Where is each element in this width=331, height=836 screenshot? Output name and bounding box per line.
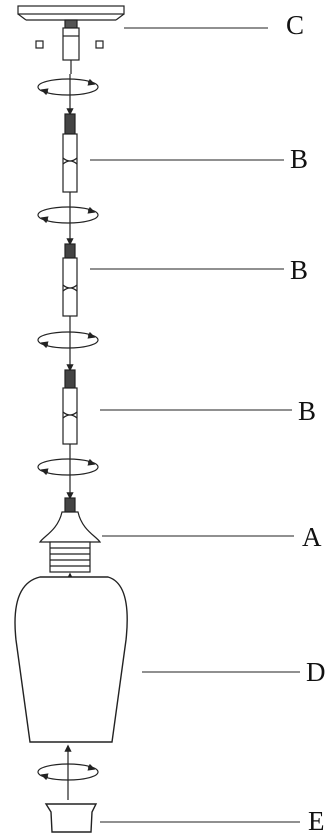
cap-label: E <box>308 806 325 836</box>
socket-label: A <box>302 522 322 552</box>
twist-arrow-5 <box>37 744 99 800</box>
rod-2-label: B <box>290 255 308 285</box>
twist-arrow-4 <box>37 444 99 500</box>
twist-arrow-3 <box>37 316 99 372</box>
shade-label: D <box>306 657 326 687</box>
twist-arrow-2 <box>37 192 99 246</box>
lamp-socket <box>38 497 102 573</box>
twist-arrow-1 <box>37 74 99 116</box>
rod-1-label: B <box>290 144 308 174</box>
rod-3-label: B <box>298 396 316 426</box>
glass-shade <box>14 576 128 743</box>
extension-rod-1 <box>62 113 78 193</box>
extension-rod-3 <box>62 369 78 445</box>
extension-rod-2 <box>62 243 78 317</box>
canopy-label: C <box>286 10 304 40</box>
bulb-cap <box>44 803 98 833</box>
ceiling-canopy <box>17 5 125 74</box>
